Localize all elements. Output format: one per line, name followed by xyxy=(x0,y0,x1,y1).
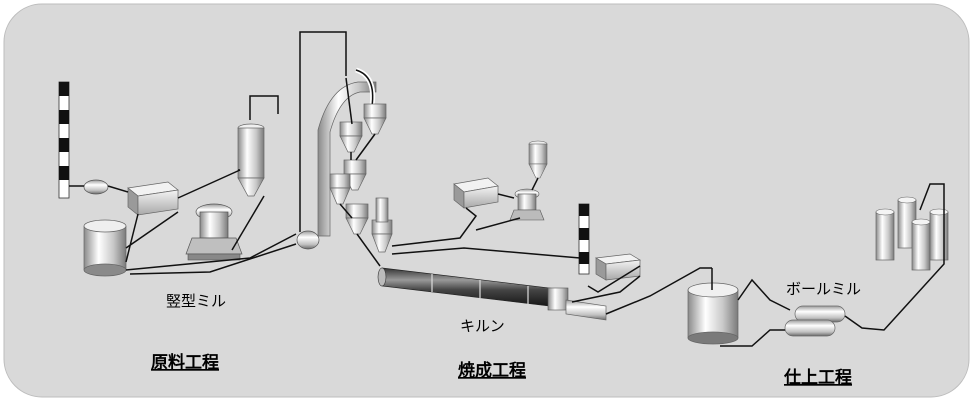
preheater-tower-icon xyxy=(329,67,393,267)
clinker-cooler-icon xyxy=(565,299,607,321)
rotary-kiln-icon xyxy=(377,267,569,311)
raw-stack-icon xyxy=(58,81,70,199)
kiln-label: キルン xyxy=(460,317,505,335)
finishing-section-title: 仕上工程 xyxy=(783,367,852,388)
burning-section-title: 焼成工程 xyxy=(458,360,526,381)
clinker-silo-icon xyxy=(687,282,739,345)
raw-material-section-title: 原料工程 xyxy=(151,352,219,373)
cooler-box-icon xyxy=(453,177,499,209)
burning-flow-lines xyxy=(391,177,712,315)
raw-feed-cyclone-icon xyxy=(296,230,320,250)
raw-storage-tank-icon xyxy=(83,219,127,277)
preheater-duct-icon xyxy=(317,81,377,237)
burning-stack-icon xyxy=(578,203,590,275)
finishing-flow-lines xyxy=(711,183,945,347)
coal-silo-icon xyxy=(528,140,548,179)
raw-box-unit-icon xyxy=(127,181,179,216)
ball-mill-label: ボールミル xyxy=(786,280,861,298)
vertical-mill-label: 竪型ミル xyxy=(166,292,226,310)
raw-flow-lines xyxy=(69,31,347,275)
raw-silo-icon xyxy=(237,123,265,197)
burning-box-unit-icon xyxy=(594,253,642,281)
ball-mill-icon xyxy=(784,305,846,337)
coal-mill-icon xyxy=(509,188,545,221)
vertical-mill-icon xyxy=(185,203,243,261)
raw-cyclone-icon xyxy=(83,179,109,195)
